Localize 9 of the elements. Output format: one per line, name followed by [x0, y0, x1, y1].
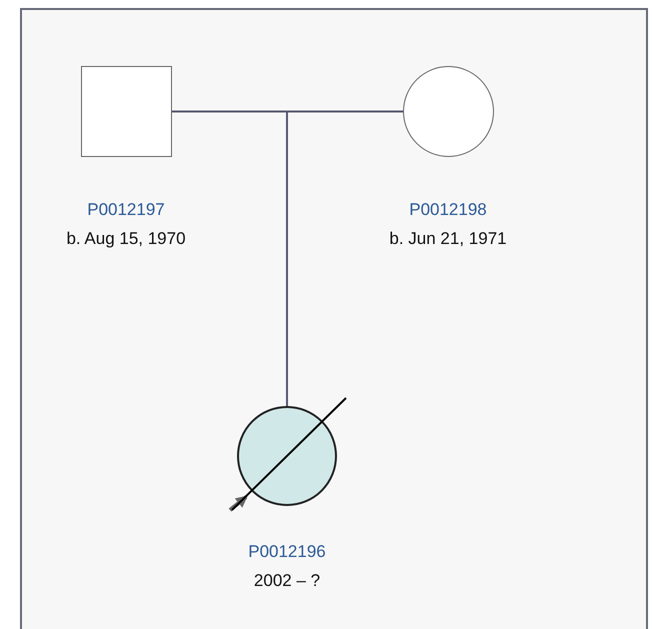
proband-arrow — [228, 495, 248, 512]
person-id: P0012196 — [248, 541, 326, 563]
person-id: P0012197 — [87, 199, 165, 221]
person-dates: b. Jun 21, 1971 — [389, 228, 507, 250]
male-symbol — [81, 66, 172, 157]
person-dates: b. Aug 15, 1970 — [66, 228, 186, 250]
person-id: P0012198 — [409, 199, 487, 221]
relationship-line — [286, 110, 403, 406]
person-dates: 2002 – ? — [254, 570, 320, 592]
